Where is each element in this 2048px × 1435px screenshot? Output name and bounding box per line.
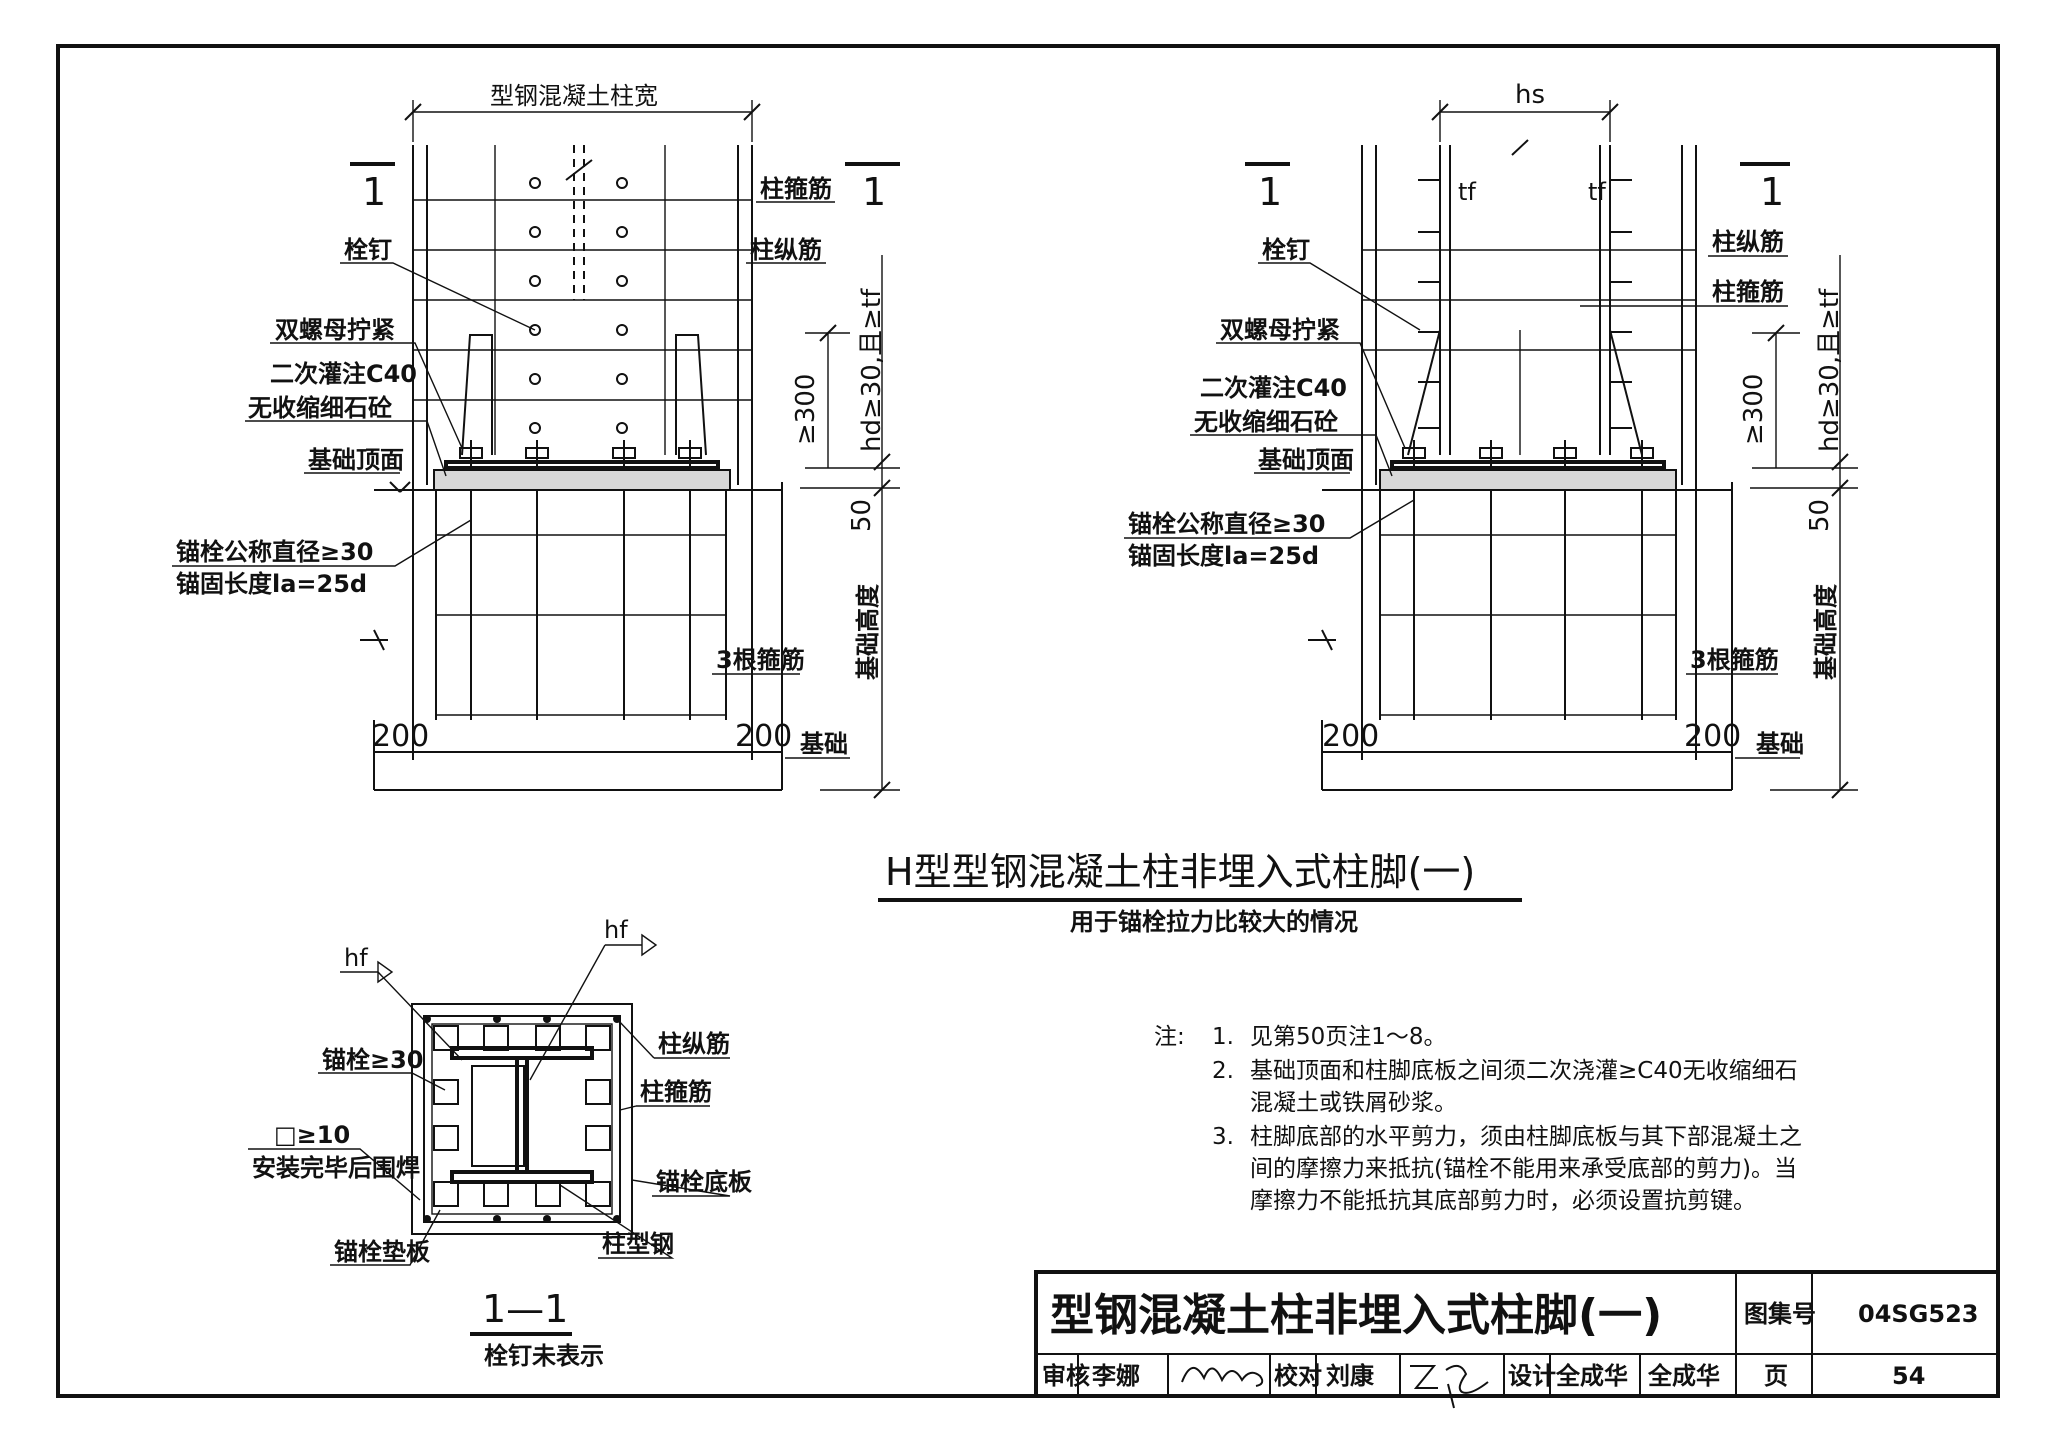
dim-foundation-height-r: 基础高度 xyxy=(1812,583,1840,680)
right-elevation: hs 1 1 xyxy=(1124,80,1858,799)
label-stud: 栓钉 xyxy=(344,236,392,264)
label-column-longitudinal: 柱纵筋 xyxy=(750,236,822,264)
label-hf-left: hf xyxy=(344,944,368,972)
dim-200-right: 200 xyxy=(735,719,792,754)
studs-right xyxy=(1418,179,1632,429)
page-number: 54 xyxy=(1892,1362,1925,1390)
label-anchor-dia: 锚栓公称直径≥30 xyxy=(176,538,374,566)
notes: 注: 1. 见第50页注1～8。 2. 基础顶面和柱脚底板之间须二次浇灌≥C40… xyxy=(1154,1024,1802,1214)
dim-hd-r: hd≥30,且≥tf xyxy=(1815,288,1845,452)
label-double-nut: 双螺母拧紧 xyxy=(275,316,395,344)
label-grout-1: 二次灌注C40 xyxy=(270,360,417,388)
title-block-title: 型钢混凝土柱非埋入式柱脚(一) xyxy=(1050,1290,1662,1341)
section-mark-left: 1 xyxy=(362,170,386,214)
note-1-line-1: 见第50页注1～8。 xyxy=(1250,1024,1447,1050)
note-2-line-2: 混凝土或铁屑砂浆。 xyxy=(1250,1090,1457,1116)
atlas-label: 图集号 xyxy=(1744,1300,1816,1328)
label-stirrups-3: 3根箍筋 xyxy=(716,646,805,674)
note-1-num: 1. xyxy=(1212,1024,1234,1050)
label-anchor-dia-r: 锚栓公称直径≥30 xyxy=(1128,510,1326,538)
column-width-label: 型钢混凝土柱宽 xyxy=(490,82,658,110)
label-column-stirrup-r: 柱箍筋 xyxy=(1712,278,1784,306)
main-caption: H型型钢混凝土柱非埋入式柱脚(一) 用于锚栓拉力比较大的情况 xyxy=(878,850,1522,936)
dim-50: 50 xyxy=(847,499,877,532)
dim-50-r: 50 xyxy=(1805,499,1835,532)
section-mark-left-r: 1 xyxy=(1258,170,1282,214)
note-2-num: 2. xyxy=(1212,1058,1234,1084)
dim-300: ≥300 xyxy=(791,374,821,445)
dim-hd: hd≥30,且≥tf xyxy=(857,288,887,452)
designer-name: 全成华 xyxy=(1555,1362,1628,1390)
grout-layer-left xyxy=(433,469,731,491)
dim-200-left-r: 200 xyxy=(1322,719,1379,754)
label-hf-right: hf xyxy=(604,916,628,944)
label-double-nut-r: 双螺母拧紧 xyxy=(1220,316,1340,344)
reviewer-signature xyxy=(1181,1367,1264,1387)
label-foundation-r: 基础 xyxy=(1756,730,1804,758)
main-caption-title: H型型钢混凝土柱非埋入式柱脚(一) xyxy=(885,850,1475,894)
checker-name: 刘康 xyxy=(1326,1362,1375,1390)
studs-left xyxy=(529,177,628,434)
label-column-longitudinal-r: 柱纵筋 xyxy=(1712,228,1784,256)
label-column-stirrup: 柱箍筋 xyxy=(760,175,832,203)
label-anchor-section: 锚栓≥30 xyxy=(322,1046,424,1074)
label-weld-note: 安装完毕后围焊 xyxy=(252,1154,420,1182)
left-elevation: 型钢混凝土柱宽 1 1 xyxy=(172,82,900,799)
section-view: hf hf 锚栓≥30 □≥10 安装完毕后围焊 锚栓垫板 柱纵筋 柱箍筋 锚栓… xyxy=(248,916,753,1370)
checker-signature xyxy=(1410,1364,1489,1409)
sheet-border xyxy=(56,44,2000,1398)
label-stirrups-3-r: 3根箍筋 xyxy=(1690,646,1779,674)
note-2-line-1: 基础顶面和柱脚底板之间须二次浇灌≥C40无收缩细石 xyxy=(1250,1058,1798,1084)
designer-signature: 全成华 xyxy=(1647,1362,1720,1390)
dim-200-right-r: 200 xyxy=(1684,719,1741,754)
label-grout-2-r: 无收缩细石砼 xyxy=(1194,408,1338,436)
atlas-number: 04SG523 xyxy=(1858,1300,1978,1328)
label-hs: hs xyxy=(1515,80,1545,110)
design-label: 设计 xyxy=(1508,1362,1556,1390)
label-foundation-top-r: 基础顶面 xyxy=(1258,446,1354,474)
main-caption-subtitle: 用于锚栓拉力比较大的情况 xyxy=(1070,908,1358,936)
title-block: 型钢混凝土柱非埋入式柱脚(一) 图集号 04SG523 审核 李娜 校对 刘康 … xyxy=(1034,1270,2000,1409)
notes-prefix: 注: xyxy=(1154,1024,1185,1050)
section-mark-right-r: 1 xyxy=(1760,170,1784,214)
reviewer-name: 李娜 xyxy=(1092,1362,1140,1390)
label-tf-right: tf xyxy=(1588,178,1606,206)
section-mark-right: 1 xyxy=(862,170,886,214)
grout-layer-right xyxy=(1379,469,1677,491)
label-column-stirrup-s: 柱箍筋 xyxy=(640,1078,712,1106)
dim-foundation-height: 基础高度 xyxy=(854,583,882,680)
label-foundation: 基础 xyxy=(800,730,848,758)
label-grout-2: 无收缩细石砼 xyxy=(248,394,392,422)
anchor-washers xyxy=(433,1025,611,1207)
label-steel-section: 柱型钢 xyxy=(602,1230,674,1258)
page-label: 页 xyxy=(1764,1362,1788,1390)
label-anchor-len: 锚固长度la=25d xyxy=(176,570,367,598)
check-label: 校对 xyxy=(1274,1362,1322,1390)
note-3-line-1: 柱脚底部的水平剪力，须由柱脚底板与其下部混凝土之 xyxy=(1250,1124,1802,1150)
label-anchor-len-r: 锚固长度la=25d xyxy=(1128,542,1319,570)
label-stud-r: 栓钉 xyxy=(1262,236,1310,264)
label-tf-left: tf xyxy=(1458,178,1476,206)
label-grout-1-r: 二次灌注C40 xyxy=(1200,374,1347,402)
section-title: 1—1 xyxy=(482,1287,568,1331)
note-3-line-2: 间的摩擦力来抵抗(锚栓不能用来承受底部的剪力)。当 xyxy=(1250,1156,1797,1182)
note-3-num: 3. xyxy=(1212,1124,1234,1150)
label-column-longitudinal-s: 柱纵筋 xyxy=(658,1030,730,1058)
review-label: 审核 xyxy=(1042,1362,1090,1390)
label-foundation-top: 基础顶面 xyxy=(308,446,404,474)
section-note: 栓钉未表示 xyxy=(484,1342,604,1370)
dim-300-r: ≥300 xyxy=(1739,374,1769,445)
label-weld-size: □≥10 xyxy=(274,1121,350,1149)
dim-200-left: 200 xyxy=(372,719,429,754)
note-3-line-3: 摩擦力不能抵抗其底部剪力时，必须设置抗剪键。 xyxy=(1250,1188,1756,1214)
label-anchor-washer: 锚栓垫板 xyxy=(334,1238,431,1266)
